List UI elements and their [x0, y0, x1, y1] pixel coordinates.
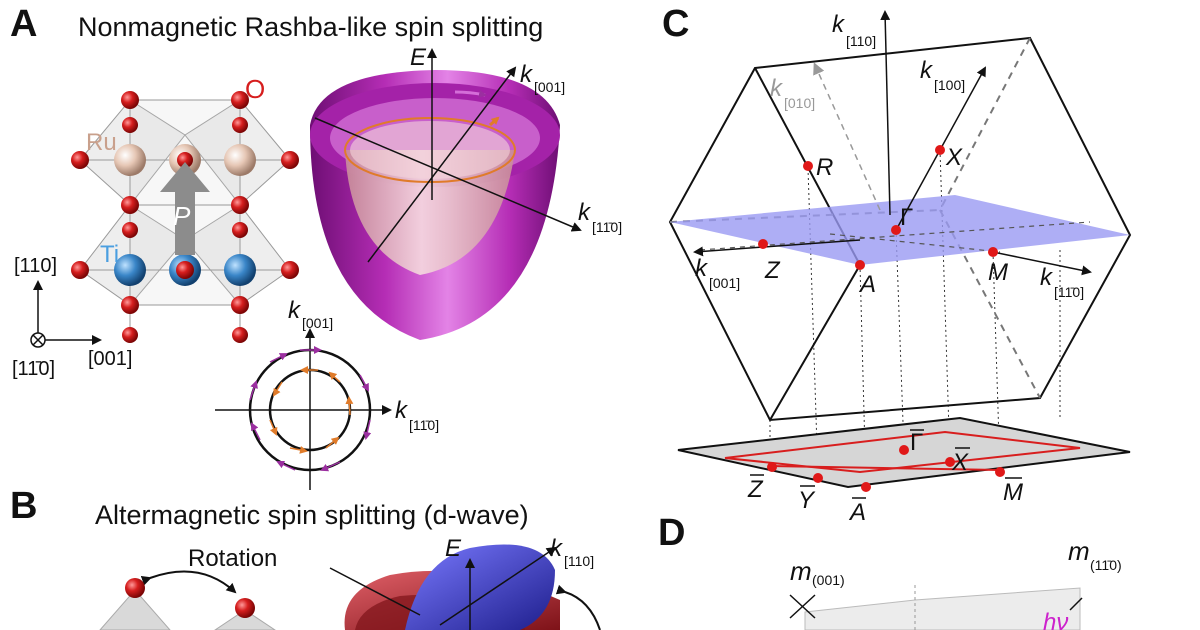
surface-point-X: X: [951, 449, 969, 476]
k010-sub: [010]: [784, 95, 815, 111]
panel-b-title: Altermagnetic spin splitting (d-wave): [95, 500, 529, 530]
surface-point-Y: Y: [798, 487, 816, 514]
band-k2-label: k: [578, 199, 592, 226]
ti-atom-label: Ti: [100, 241, 119, 268]
polarization-arrow: P: [160, 162, 210, 255]
contour-k2-label: k: [395, 397, 409, 424]
band-k1-sub: [001]: [534, 79, 565, 95]
photon-label: hν: [1043, 609, 1068, 630]
panel-b-letter: B: [10, 485, 37, 527]
k1b10-sub: [11̄0]: [1054, 284, 1084, 300]
crystal-axes: [110] [001] [11̄0]: [12, 255, 132, 380]
rashba-band: [310, 48, 582, 340]
ru-atom-label: Ru: [86, 129, 117, 156]
spin-contour: [215, 328, 392, 490]
panel-b-k-label: k: [550, 535, 564, 562]
k110-sub: [110]: [846, 33, 876, 49]
mirror-1b10-sub: (11̄0): [1090, 557, 1122, 573]
plane-axes: [699, 221, 1091, 253]
mirror-1b10-label: m: [1068, 536, 1090, 566]
panel-b-k-sub: [110]: [564, 553, 594, 569]
panel-a: A Nonmagnetic Rashba-like spin splitting: [10, 3, 622, 490]
axis-001-label: [001]: [88, 348, 132, 370]
panel-a-letter: A: [10, 3, 37, 45]
contour-k1-sub: [001]: [302, 315, 333, 331]
panel-b-energy-label: E: [445, 535, 462, 562]
o-atom-label: O: [245, 74, 265, 104]
altermagnet-band: [329, 544, 601, 630]
band-k2-sub: [11̄0]: [592, 219, 622, 235]
contour-k2-sub: [11̄0]: [409, 417, 439, 433]
k001-label: k: [695, 255, 709, 282]
k010-label: k: [770, 75, 784, 102]
point-Gamma: Γ: [900, 204, 913, 231]
point-M: M: [988, 259, 1008, 286]
panel-d-letter: D: [658, 512, 685, 554]
panel-a-title: Nonmagnetic Rashba-like spin splitting: [78, 12, 543, 42]
surface-points: [767, 445, 1005, 492]
contour-k1-label: k: [288, 297, 302, 324]
panel-d: D m (001) m (11̄0) hν: [658, 512, 1122, 630]
panel-b: B Altermagnetic spin splitting (d-wave) …: [10, 485, 601, 630]
point-Z: Z: [764, 257, 781, 284]
panel-c-letter: C: [662, 3, 689, 45]
k1b10-label: k: [1040, 264, 1054, 291]
surface-point-Gamma: Γ: [910, 429, 923, 456]
ru-atoms: [114, 144, 256, 176]
polarization-label: P: [173, 201, 191, 231]
point-R: R: [816, 154, 833, 181]
bz-points: [758, 145, 998, 270]
band-energy-label: E: [410, 44, 427, 71]
point-A: A: [858, 271, 876, 298]
point-X: X: [945, 144, 963, 171]
axis-1-10-label: [11̄0]: [12, 358, 55, 380]
surface-bz-rect: [724, 430, 1081, 474]
surface-point-M: M: [1003, 479, 1023, 506]
band-k1-label: k: [520, 61, 534, 88]
surface-point-Z: Z: [747, 476, 764, 503]
panel-c: C: [662, 3, 1132, 526]
o-atoms: [71, 91, 299, 343]
rotation-label: Rotation: [188, 545, 277, 572]
k100-label: k: [920, 57, 934, 84]
k110-label: k: [832, 11, 846, 38]
k001-sub: [001]: [709, 275, 740, 291]
axis-110-label: [110]: [14, 255, 57, 277]
k100-sub: [100]: [934, 77, 965, 93]
mirror-001-sub: (001): [812, 572, 845, 588]
mirror-001-label: m: [790, 556, 812, 586]
surface-point-A: A: [848, 499, 866, 526]
